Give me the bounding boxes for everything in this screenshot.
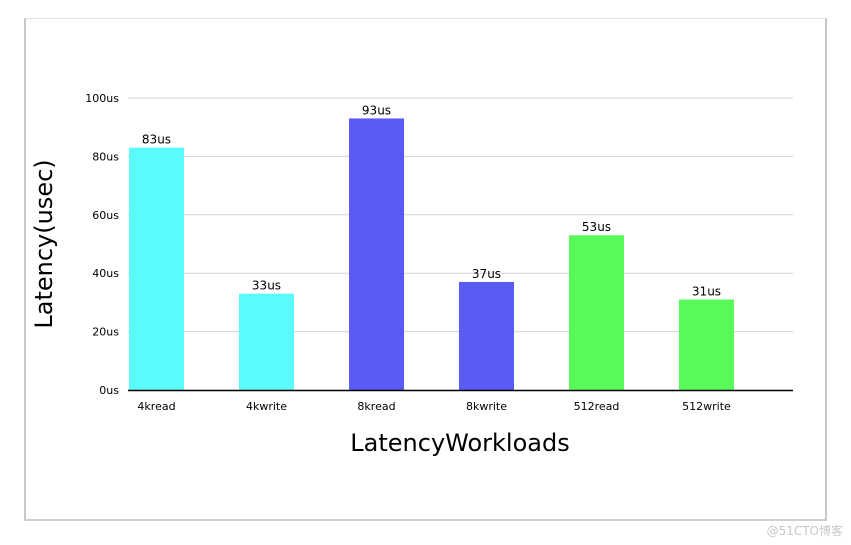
x-tick-label: 512write bbox=[682, 400, 731, 413]
bar bbox=[679, 299, 734, 390]
bar bbox=[569, 235, 624, 390]
x-axis-title: LatencyWorkloads bbox=[350, 429, 569, 457]
watermark: @51CTO博客 bbox=[766, 524, 843, 538]
data-label: 93us bbox=[362, 103, 391, 117]
data-label: 31us bbox=[692, 284, 721, 298]
x-tick-label: 8kwrite bbox=[466, 400, 507, 413]
bars bbox=[129, 118, 734, 390]
y-axis-title: Latency(usec) bbox=[30, 159, 58, 328]
y-tick-label: 20us bbox=[92, 326, 119, 339]
bar bbox=[129, 147, 184, 390]
y-tick-label: 100us bbox=[85, 92, 119, 105]
data-label: 33us bbox=[252, 279, 281, 293]
y-tick-label: 0us bbox=[99, 384, 119, 397]
data-label: 83us bbox=[142, 133, 171, 147]
bar bbox=[239, 293, 294, 390]
x-tick-label: 8kread bbox=[357, 400, 395, 413]
x-tick-labels: 4kread 4kwrite 8kread 8kwrite 512read 512writ… bbox=[137, 400, 731, 413]
x-tick-label: 4kwrite bbox=[246, 400, 287, 413]
data-label: 37us bbox=[472, 267, 501, 281]
x-tick-label: 512read bbox=[574, 400, 620, 413]
bar bbox=[459, 281, 514, 390]
x-tick-label: 4kread bbox=[137, 400, 175, 413]
y-tick-labels: 0us 20us 40us 60us 80us 100us bbox=[85, 92, 119, 397]
data-label: 53us bbox=[582, 220, 611, 234]
y-tick-label: 80us bbox=[92, 150, 119, 163]
bar bbox=[349, 118, 404, 390]
y-tick-label: 60us bbox=[92, 209, 119, 222]
data-labels: 83us 33us 93us 37us 53us 31us bbox=[142, 103, 721, 298]
y-tick-label: 40us bbox=[92, 267, 119, 280]
